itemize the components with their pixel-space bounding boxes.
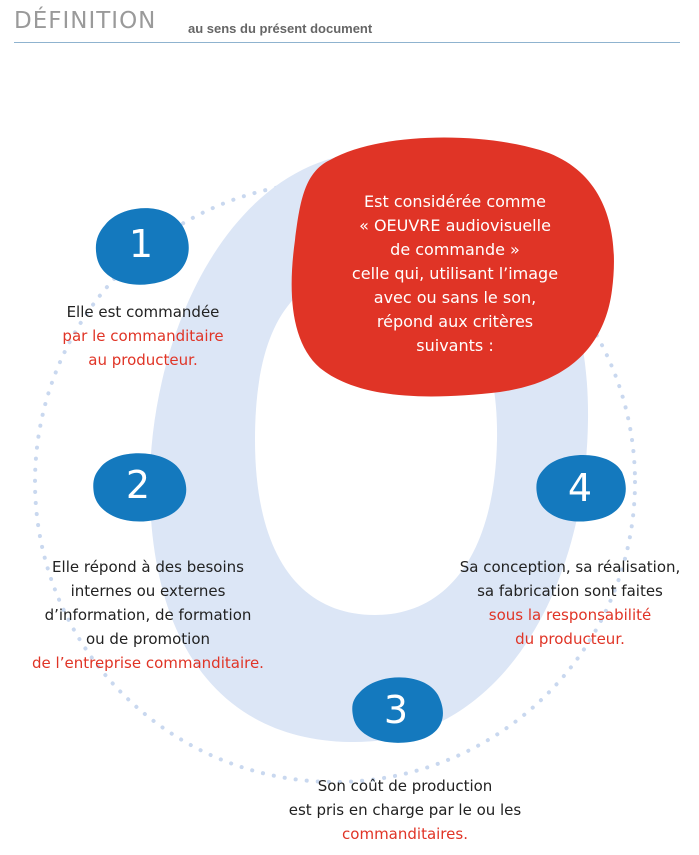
badge-4-blob bbox=[536, 454, 626, 522]
criterion-line: d’information, de formation bbox=[44, 606, 252, 624]
page-subtitle: au sens du présent document bbox=[188, 21, 373, 36]
definition-line: suivants : bbox=[416, 336, 494, 355]
criterion-line: internes ou externes bbox=[70, 582, 226, 600]
criterion-highlight: commanditaires. bbox=[342, 825, 468, 843]
badge-2-blob bbox=[93, 453, 187, 522]
criterion-number-2: 2 bbox=[125, 463, 151, 507]
criterion-1-text: Elle est commandée par le commanditaire … bbox=[38, 300, 248, 372]
definition-line: de commande » bbox=[390, 240, 520, 259]
dotted-ring bbox=[33, 180, 637, 784]
criterion-line: Elle est commandée bbox=[66, 303, 220, 321]
definition-line: Est considérée comme bbox=[364, 192, 546, 211]
criterion-highlight: au producteur. bbox=[88, 351, 198, 369]
definition-line: avec ou sans le son, bbox=[373, 288, 537, 307]
criterion-highlight: par le commanditaire bbox=[62, 327, 224, 345]
criterion-highlight: du producteur. bbox=[515, 630, 625, 648]
badge-3-blob bbox=[352, 677, 443, 743]
badge-1-blob bbox=[95, 208, 189, 285]
criterion-line: Elle répond à des besoins bbox=[52, 558, 244, 576]
red-definition-blob bbox=[291, 137, 614, 397]
criterion-2-text: Elle répond à des besoins internes ou ex… bbox=[6, 555, 290, 675]
criterion-number-4: 4 bbox=[567, 466, 593, 510]
criterion-3-text: Son coût de production est pris en charg… bbox=[270, 774, 540, 846]
definition-text: Est considérée comme « OEUVRE audiovisue… bbox=[330, 190, 580, 358]
header: DÉFINITION au sens du présent document bbox=[14, 8, 680, 43]
definition-line: celle qui, utilisant l’image bbox=[351, 264, 559, 283]
criterion-4-text: Sa conception, sa réalisation, sa fabric… bbox=[450, 555, 690, 651]
definition-line: « OEUVRE audiovisuelle bbox=[359, 216, 551, 235]
criterion-line: sa fabrication sont faites bbox=[477, 582, 663, 600]
definition-line: répond aux critères bbox=[376, 312, 534, 331]
criterion-line: Son coût de production bbox=[317, 777, 493, 795]
page-title: DÉFINITION bbox=[14, 8, 157, 34]
criterion-highlight: sous la responsabilité bbox=[488, 606, 652, 624]
criterion-line: ou de promotion bbox=[85, 630, 211, 648]
criterion-number-1: 1 bbox=[128, 222, 154, 266]
criterion-number-3: 3 bbox=[383, 688, 409, 732]
criterion-line: est pris en charge par le ou les bbox=[288, 801, 522, 819]
criterion-line: Sa conception, sa réalisation, bbox=[459, 558, 681, 576]
criterion-highlight: de l’entreprise commanditaire. bbox=[32, 654, 264, 672]
